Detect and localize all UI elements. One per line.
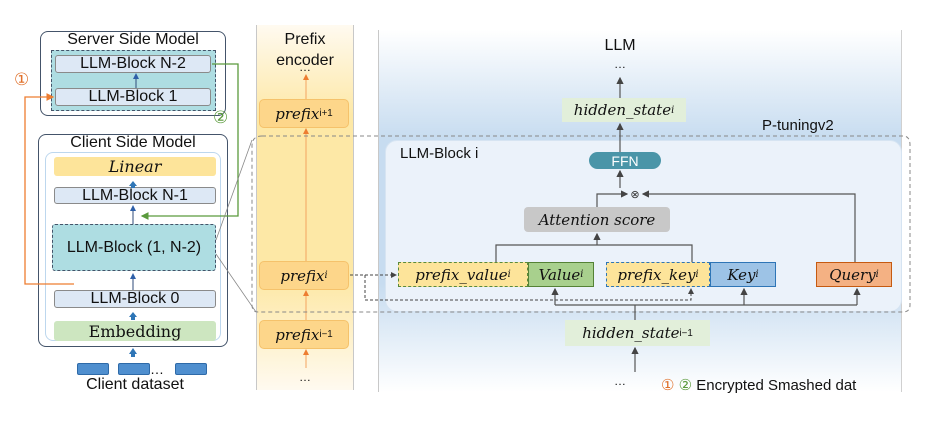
client-linear-layer[interactable]: Linear	[54, 157, 216, 176]
dataset-ellipsis: …	[150, 361, 164, 377]
llm-block-i-label: LLM-Block i	[400, 145, 479, 162]
value-label: Value	[538, 265, 581, 284]
encrypted-path-one	[24, 93, 74, 285]
server-llm-block-n2[interactable]: LLM-Block N-2	[55, 55, 211, 73]
prefix-label: prefix	[275, 325, 320, 344]
ptuning-v2-label: P-tuningv2	[762, 117, 834, 134]
hidden-state-label: hidden_state	[582, 324, 680, 342]
attention-to-multiply	[596, 190, 629, 207]
client-side-title: Client Side Model	[70, 134, 196, 151]
server-llm-block-1[interactable]: LLM-Block 1	[55, 88, 211, 106]
attention-score[interactable]: Attention score	[524, 207, 670, 232]
marker-one: ①	[14, 70, 30, 89]
legend-text: Encrypted Smashed dat	[696, 377, 857, 394]
legend: ① ② Encrypted Smashed dat	[661, 376, 856, 394]
prefix-encoder-title-line1: Prefix	[284, 31, 326, 48]
value-subscript: i	[580, 269, 584, 280]
client-dataset-label: Client dataset	[86, 376, 184, 393]
up-arrow-icon	[129, 181, 137, 188]
prefix-bottom-ellipsis: …	[299, 370, 311, 384]
query-subscript: i	[875, 269, 879, 280]
client-llm-block-n1[interactable]: LLM-Block N-1	[54, 187, 216, 204]
prefix-label: prefix	[275, 104, 320, 123]
dataset-chunk	[118, 363, 150, 375]
client-embedding-layer[interactable]: Embedding	[54, 321, 216, 341]
up-arrow-icon	[129, 348, 137, 357]
prefix-label: prefix	[280, 266, 325, 285]
prefix-value-subscript: i	[507, 269, 511, 280]
dataset-chunk	[77, 363, 109, 375]
hidden-state-label: hidden_state	[573, 101, 672, 119]
prefix-top-ellipsis: …	[299, 60, 311, 74]
key-subscript: i	[755, 269, 759, 280]
prefix-key-subscript: i	[695, 269, 699, 280]
value-key-to-attention	[495, 244, 693, 262]
marker-two: ②	[213, 108, 229, 127]
key-label: Key	[727, 265, 756, 284]
legend-marker-one: ①	[661, 377, 675, 394]
llm-top-ellipsis: …	[614, 57, 626, 71]
ffn-layer[interactable]: FFN	[589, 152, 661, 169]
prefix-subscript: i−1	[319, 329, 333, 340]
legend-marker-two: ②	[678, 377, 693, 394]
encrypted-path-two	[140, 63, 239, 220]
zoom-line	[215, 253, 257, 313]
prefix-subscript: i	[324, 270, 328, 281]
query-label: Query	[829, 265, 876, 284]
dataset-chunk	[175, 363, 207, 375]
ptuning-region	[251, 135, 911, 313]
prefix-to-key-arrow	[364, 275, 694, 301]
server-side-title: Server Side Model	[67, 31, 199, 48]
client-llm-block-0[interactable]: LLM-Block 0	[54, 290, 216, 308]
prefix-key-label: prefix_key	[617, 265, 696, 284]
query-to-multiply	[641, 190, 856, 262]
hidden-state-subscript: i	[671, 104, 675, 116]
llm-bottom-ellipsis: …	[614, 374, 626, 388]
client-llm-block-range[interactable]: LLM-Block (1, N-2)	[52, 224, 216, 271]
prefix-subscript: i+1	[319, 108, 333, 119]
prefix-encoder-title-line2: encoder	[276, 52, 334, 69]
hidden-state-subscript: i−1	[679, 327, 693, 339]
multiply-operator: ⊗	[630, 188, 640, 201]
up-arrow-icon	[129, 312, 137, 320]
llm-title: LLM	[604, 37, 636, 54]
zoom-line	[215, 139, 253, 241]
prefix-value-label: prefix_value	[415, 265, 508, 284]
